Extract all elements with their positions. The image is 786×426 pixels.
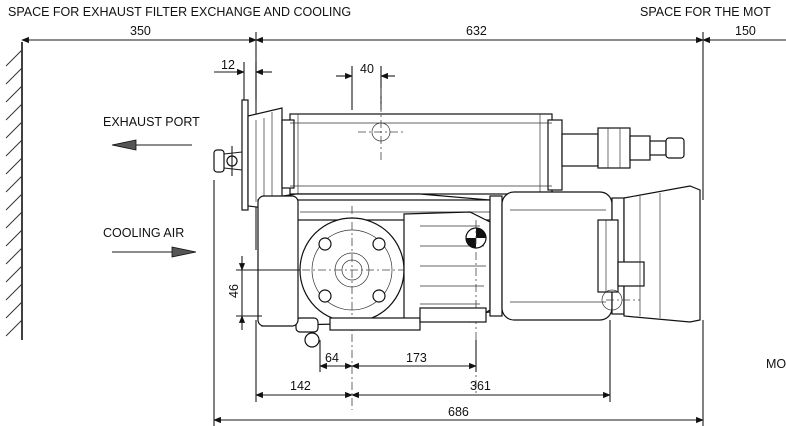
- label-exhaust-port: EXHAUST PORT: [103, 115, 200, 129]
- dimension-46-lines: [236, 256, 300, 330]
- dimension-142-361-lines: [255, 320, 611, 402]
- label-space-motor: SPACE FOR THE MOT: [640, 5, 771, 19]
- dimension-12-lines: [214, 62, 272, 100]
- dimension-46: 46: [227, 284, 241, 298]
- label-cooling-air: COOLING AIR: [103, 226, 184, 240]
- dimension-64: 64: [325, 351, 339, 365]
- dimension-686: 686: [448, 405, 469, 419]
- wall-hatching: [5, 42, 23, 340]
- dimension-173: 173: [406, 351, 427, 365]
- label-motor-cut: MO: [766, 357, 786, 371]
- label-space-exhaust-filter: SPACE FOR EXHAUST FILTER EXCHANGE AND CO…: [8, 5, 351, 19]
- dimension-686-lines: [213, 180, 704, 426]
- dimension-64-173-lines: [319, 340, 477, 372]
- dimension-12: 12: [221, 58, 235, 72]
- dimension-142: 142: [290, 379, 311, 393]
- dimension-150: 150: [735, 24, 756, 38]
- dimension-40: 40: [360, 62, 374, 76]
- motor-body: [489, 185, 701, 323]
- dimension-361: 361: [470, 379, 491, 393]
- pump-body: [213, 88, 685, 410]
- dimension-350: 350: [130, 24, 151, 38]
- cooling-air-arrow: [112, 246, 197, 258]
- exhaust-arrow: [111, 139, 192, 151]
- dimension-632: 632: [466, 24, 487, 38]
